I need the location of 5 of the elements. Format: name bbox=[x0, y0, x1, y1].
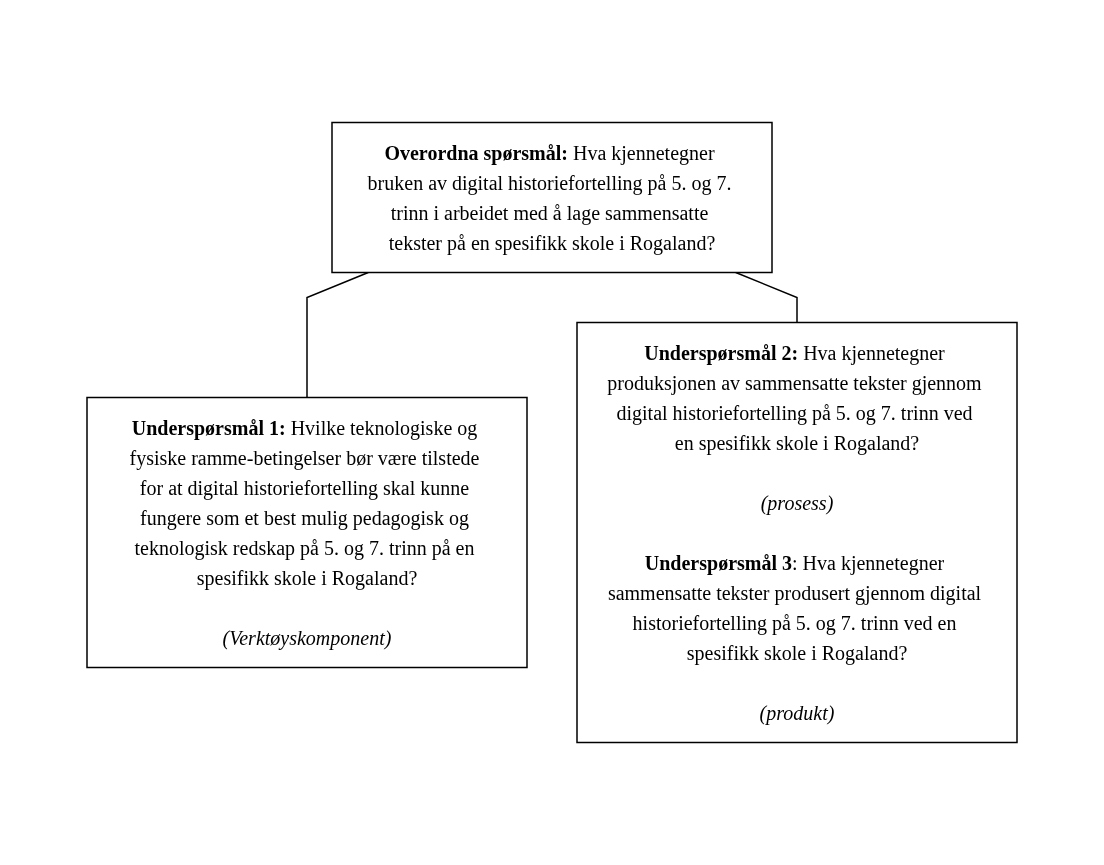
connector bbox=[735, 271, 798, 324]
node-box: Underspørsmål 1: Hvilke teknologiske og fysiske ramme-betingelser bør være tilstede for at digital historiefortelling skal kunne fungere som et best mulig pedagogisk og teknologisk redskap på 5. og 7. trinn på en spesifikk skole i Rogaland? (Verktøyskomponent) bbox=[86, 396, 528, 669]
connector bbox=[306, 271, 369, 399]
node-box: Overordna spørsmål: Hva kjennetegner bruken av digital historiefortelling på 5. og 7. trinn i arbeidet med å lage sammensatte tekster på en spesifikk skole i Rogaland? bbox=[331, 121, 773, 274]
node-box: Underspørsmål 2: Hva kjennetegner produksjonen av sammensatte tekster gjennom digital historiefortelling på 5. og 7. trinn ved en spesifikk skole i Rogaland? (prosess) Underspørsmål 3: Hva kjennetegner sammensatte tekster produsert gjennom digital historiefortelling på 5. og 7. trinn ved en spesifikk skole i Rogaland? (produkt) bbox=[576, 321, 1018, 744]
